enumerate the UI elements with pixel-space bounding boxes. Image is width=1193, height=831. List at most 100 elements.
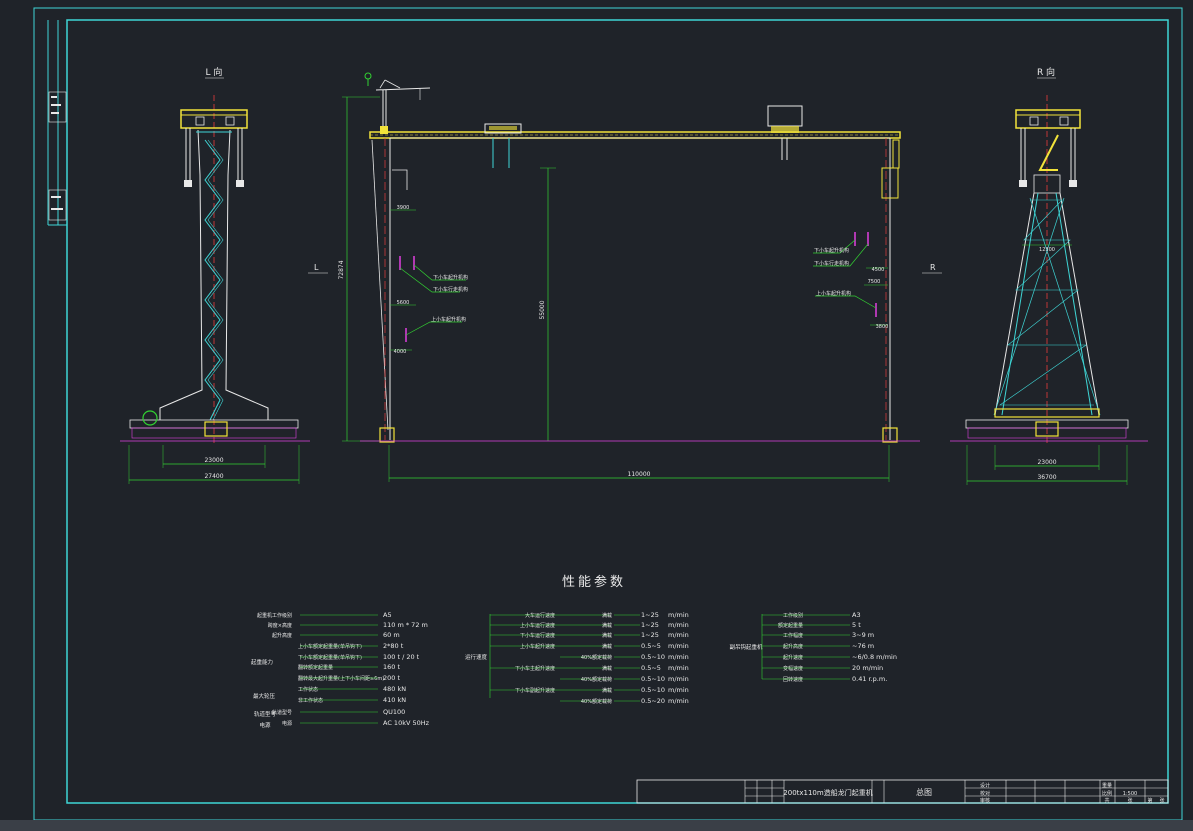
param-value: 1~25 <box>641 621 659 629</box>
param-value: 0.5~5 <box>641 664 661 672</box>
param-label: 下小车运行速度 <box>520 632 555 639</box>
param-value: 200 t <box>383 674 400 682</box>
param-unit: m/min <box>668 697 689 705</box>
front-right-marker: R <box>930 263 936 272</box>
label-lower-trolley-travel-left: 下小车行走机构 <box>433 286 468 293</box>
params-title: 性能参数 <box>562 574 626 590</box>
param-mode: 40%额定载荷 <box>581 654 612 661</box>
param-mode: 满载 <box>602 643 612 650</box>
title-cell-sheets: 张 <box>1127 797 1132 804</box>
param-unit: m/min <box>668 611 689 619</box>
param-label: 电源 <box>282 720 292 727</box>
param-label: 下小车主起升速度 <box>515 665 555 672</box>
param-value: 0.41 r.p.m. <box>852 675 887 683</box>
jib-crane <box>364 72 431 134</box>
left-side-view: L 向 23000 27400 <box>120 66 310 484</box>
param-label: 工作幅度 <box>783 632 803 639</box>
param-value: 410 kN <box>383 696 406 704</box>
param-label: 回转速度 <box>783 676 803 683</box>
dim-5600: 5600 <box>397 300 410 306</box>
param-label: 上小车运行速度 <box>520 622 555 629</box>
front-left-marker: L <box>314 263 319 272</box>
param-label: 翻转最大起升重量(上下小车间距≥6m) <box>298 675 384 682</box>
param-label: 起升高度 <box>272 632 292 639</box>
param-unit: m/min <box>668 631 689 639</box>
param-mode: 满载 <box>602 622 612 629</box>
param-group-label: 电源 <box>259 721 271 729</box>
param-value: ~6/0.8 m/min <box>852 653 897 661</box>
title-cell-review: 审核 <box>980 797 990 804</box>
param-label: 起重机工作级别 <box>257 612 292 619</box>
param-value: A5 <box>383 611 392 619</box>
param-mode: 满载 <box>602 687 612 694</box>
param-label: 额定起重量 <box>778 622 803 629</box>
param-mode: 40%额定载荷 <box>581 698 612 705</box>
mechanism-markers <box>399 232 877 342</box>
right-view-label: R 向 <box>1037 66 1055 78</box>
param-value: 0.5~20 <box>641 697 665 705</box>
sheet-name: 总图 <box>916 787 932 797</box>
bottom-status-strip <box>0 820 1193 831</box>
param-value: 0.5~10 <box>641 675 665 683</box>
dim-4500: 4500 <box>872 267 885 273</box>
label-lower-trolley-hoist-left: 下小车起升机构 <box>433 274 468 281</box>
right-inner-dimension: 23000 <box>1037 459 1056 466</box>
label-lower-trolley-hoist-right: 下小车起升机构 <box>814 247 849 254</box>
title-cell-total: 共 <box>1104 797 1109 804</box>
param-label: 起升高度 <box>783 643 803 650</box>
param-value: QU100 <box>383 708 405 716</box>
title-cell-check: 校对 <box>980 790 990 797</box>
param-value: 1~25 <box>641 631 659 639</box>
dim-7500: 7500 <box>868 279 881 285</box>
param-label: 工作级别 <box>783 612 803 619</box>
param-unit: m/min <box>668 664 689 672</box>
param-unit: m/min <box>668 642 689 650</box>
drawing-name: 200tx110m造船龙门起重机 <box>783 788 872 797</box>
param-value: 2*80 t <box>383 642 404 650</box>
param-value: A3 <box>852 611 861 619</box>
left-inner-dimension: 23000 <box>204 457 223 464</box>
param-value: 20 m/min <box>852 664 883 672</box>
front-view: L R <box>308 72 942 482</box>
param-value: AC 10kV 50Hz <box>383 719 430 727</box>
param-group-label: 运行速度 <box>465 653 488 661</box>
param-value: 0.5~5 <box>641 642 661 650</box>
param-label: 跨度×高度 <box>268 622 292 629</box>
param-group-label: 起重能力 <box>251 658 273 666</box>
title-cell-no: 第 <box>1147 797 1152 804</box>
param-value: 160 t <box>383 663 400 671</box>
param-mode: 满载 <box>602 612 612 619</box>
param-value: 0.5~10 <box>641 686 665 694</box>
param-label: 下小车副起升速度 <box>515 687 555 694</box>
title-block: 200tx110m造船龙门起重机 总图 设计 校对 审核 重量 比例 1:500… <box>636 779 1169 804</box>
param-group-label: 副吊钩起重机 <box>729 643 763 651</box>
param-label: 下小车额定起重量(单吊钩下) <box>298 654 362 661</box>
dim-3900: 3900 <box>397 205 410 211</box>
right-outer-dimension: 36700 <box>1037 474 1056 481</box>
span-dimension: 110000 <box>628 471 651 478</box>
param-group-label: 轨道型号 <box>254 710 277 718</box>
param-label: 翻转额定起重量 <box>298 664 333 671</box>
dim-4000: 4000 <box>394 349 407 355</box>
param-value: 60 m <box>383 631 400 639</box>
param-label: 上小车起升速度 <box>520 643 555 650</box>
param-mode: 满载 <box>602 632 612 639</box>
param-value: 100 t / 20 t <box>383 653 420 661</box>
title-cell-scale-label: 比例 <box>1102 790 1112 797</box>
param-label: 轨道型号 <box>272 709 292 716</box>
title-cell-weight: 重量 <box>1102 782 1112 789</box>
side-stamp-block <box>48 91 67 221</box>
param-value: 1~25 <box>641 611 659 619</box>
param-label: 上小车额定起重量(单吊钩下) <box>298 643 362 650</box>
height-total-dimension: 72874 <box>338 260 345 279</box>
title-cell-design: 设计 <box>980 782 990 789</box>
param-unit: m/min <box>668 621 689 629</box>
label-upper-trolley-hoist-right: 上小车起升机构 <box>816 290 851 297</box>
right-side-view: R 向 12300 23 <box>950 66 1148 485</box>
param-label: 工作状态 <box>298 686 318 693</box>
